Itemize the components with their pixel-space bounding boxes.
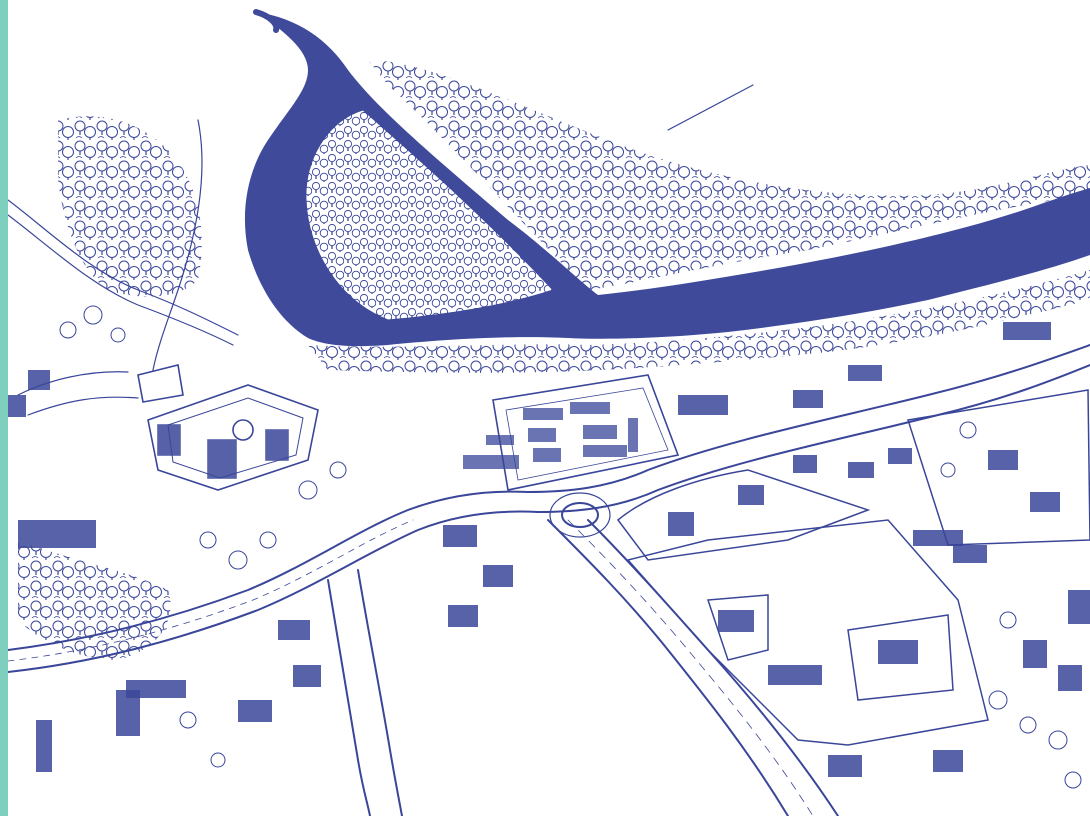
- roundabout: [549, 492, 611, 538]
- terrain-sketch-lines: [8, 84, 754, 416]
- houses: [8, 322, 1090, 777]
- south-bank-trees: [308, 270, 1090, 373]
- fortified-building: [137, 364, 319, 491]
- river-island-forest: [305, 109, 554, 321]
- south-road: [327, 519, 839, 816]
- scattered-trees: [59, 305, 1082, 789]
- market-square: [463, 374, 680, 491]
- main-road: [8, 344, 1090, 673]
- industrial-lots: [616, 389, 1090, 746]
- aerial-sketch-map: [8, 9, 1090, 816]
- left-edge-strip: [0, 0, 8, 816]
- river: [244, 9, 1090, 347]
- west-hillside-trees: [18, 116, 202, 660]
- north-bank-forest: [368, 60, 1090, 290]
